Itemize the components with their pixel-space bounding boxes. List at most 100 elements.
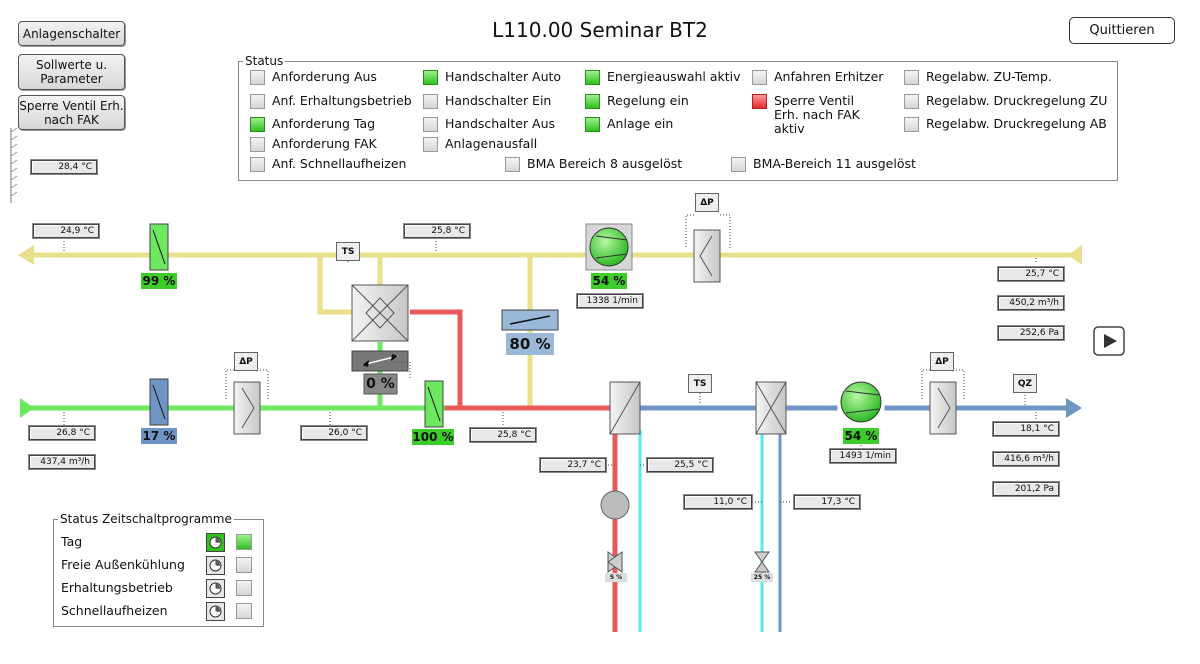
recirc-damper [501,309,559,331]
status-item: Anf. Erhaltungsbetrieb [250,94,412,109]
clock-icon[interactable] [206,533,225,552]
bypass-damper [351,350,409,372]
status-indicator [904,117,919,132]
status-indicator [423,117,438,132]
status-label: BMA-Bereich 11 ausgelöst [753,156,916,171]
status-indicator [423,70,438,85]
outside-air-temp-value: 26,8 °C [28,425,96,441]
status-item: Regelabw. Druckregelung AB [904,117,1107,132]
status-item: Handschalter Auto [423,70,561,85]
status-indicator [585,70,600,85]
status-item: BMA Bereich 8 ausgelöst [505,157,682,172]
setpoints-button[interactable]: Sollwerte u. Parameter [18,54,125,90]
valve-lock-button[interactable]: Sperre Ventil Erh. nach FAK [18,95,125,130]
outside-air-flow-value: 437,4 m³/h [28,454,96,470]
page-title: L110.00 Seminar BT2 [492,18,708,42]
status-indicator [250,94,265,109]
status-indicator [250,117,265,132]
fan2-speed-value: 1493 1/min [829,448,897,464]
dp-symbol-exhaust: ΔP [695,193,719,212]
status-item: Regelung ein [585,94,689,109]
dp-symbol-outside: ΔP [234,352,258,371]
status-item: Anf. Schnellaufheizen [250,157,406,172]
status-indicator [250,137,265,152]
clock-icon[interactable] [206,602,225,621]
status-item: Handschalter Aus [423,117,555,132]
status-label: Energieauswahl aktiv [607,69,741,84]
status-label: Regelung ein [607,93,689,108]
status-indicator [752,70,767,85]
heating-pump [600,490,630,520]
supply-pressure-value: 201,2 Pa [992,481,1060,497]
after-filter-temp-value: 26,0 °C [300,425,368,441]
status-item: Regelabw. Druckregelung ZU [904,94,1107,109]
exhaust-damper [149,223,169,271]
cooler-valve-pct: 25 % [751,573,773,582]
bypass-damper-pct: 0 % [366,376,395,392]
next-page-icon [1093,326,1125,356]
status-label: Anforderung Aus [272,69,377,84]
heater-flow-temp-value: 23,7 °C [539,457,607,473]
status-item: Anfahren Erhitzer [752,70,883,85]
status-label: Regelabw. Druckregelung ZU [926,93,1108,108]
status-item: Energieauswahl aktiv [585,70,741,85]
schedule-label: Erhaltungsbetrieb [61,580,173,595]
heating-duct [410,309,618,632]
status-label: Anforderung FAK [272,136,377,151]
bypass-damper-pct-bg [363,373,398,395]
status-label: Handschalter Ein [445,93,552,108]
schedule-indicator [236,534,252,550]
schedules-panel: Status Zeitschaltprogramme [53,512,264,627]
cooler-flow-temp-value: 11,0 °C [683,494,753,510]
heater-return-temp-value: 25,5 °C [646,457,714,473]
status-item: Anlagenausfall [423,137,537,152]
heating-valve [607,551,623,573]
status-indicator [423,94,438,109]
clock-icon[interactable] [206,556,225,575]
outside-damper-pct: 17 % [141,428,177,444]
plant-switch-button[interactable]: Anlagenschalter [18,21,125,46]
status-item: BMA-Bereich 11 ausgelöst [731,157,916,172]
schedules-legend: Status Zeitschaltprogramme [60,512,232,526]
return-temp-value: 25,7 °C [997,266,1065,282]
return-flow-value: 450,2 m³/h [997,295,1065,311]
exhaust-temp-value: 24,9 °C [32,223,100,239]
dp-symbol-supply: ΔP [930,352,954,371]
status-label: Handschalter Aus [445,116,556,131]
supply-outlet-arrow [1066,398,1082,418]
status-label: Anf. Erhaltungsbetrieb [272,93,412,108]
return-pressure-value: 252,6 Pa [997,325,1065,341]
ts-symbol-supply: TS [688,374,712,393]
status-item: Anforderung Tag [250,117,375,132]
qz-symbol: QZ [1013,374,1037,393]
recirc-damper-pct: 80 % [506,333,554,355]
status-item: Anforderung Aus [250,70,377,85]
exhaust-damper-pct: 99 % [141,273,177,289]
schedule-indicator [236,580,252,596]
schedule-indicator [236,603,252,619]
supply-flow-value: 416,6 m³/h [992,451,1060,467]
schedule-indicator [236,557,252,573]
status-panel: Status [238,54,1118,181]
heater-valve-pct: 5 % [605,573,627,582]
schedule-label: Tag [61,534,83,549]
status-item: Anlage ein [585,117,673,132]
status-legend: Status [245,54,284,68]
status-label: Handschalter Auto [445,69,562,84]
exhaust-filter [693,229,721,283]
status-indicator [505,157,520,172]
status-label: Regelabw. ZU-Temp. [926,69,1052,84]
cooler-return-temp-value: 17,3 °C [793,494,861,510]
heat-recovery-unit [351,284,409,342]
mix-damper-pct: 100 % [412,429,454,445]
exhaust-outlet-arrow [18,245,34,265]
schedule-label: Freie Außenkühlung [61,557,185,572]
return-mix-temp-value: 25,8 °C [403,223,471,239]
outdoor-temp-value: 28,4 °C [30,159,98,175]
clock-icon[interactable] [206,579,225,598]
status-label: Anlagenausfall [445,136,538,151]
outdoor-wall-hatch [10,128,18,203]
acknowledge-button[interactable]: Quittieren [1069,17,1175,44]
status-item: Handschalter Ein [423,94,551,109]
